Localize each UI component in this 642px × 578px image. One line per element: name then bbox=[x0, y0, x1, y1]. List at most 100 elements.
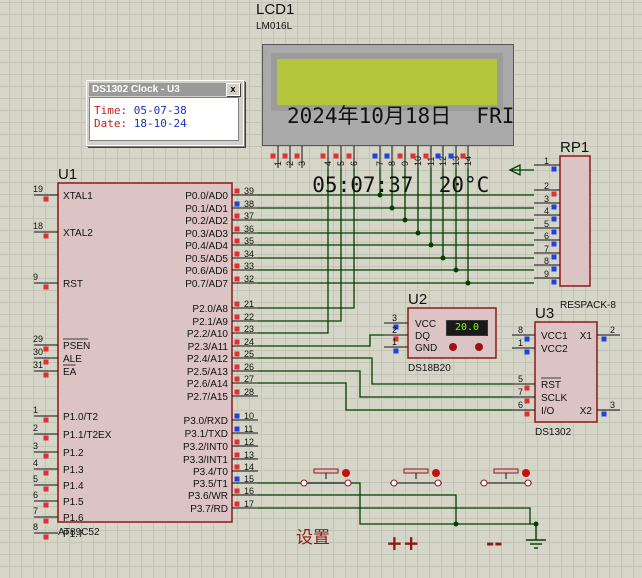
u2-model: DS18B20 bbox=[408, 363, 451, 374]
u2-ref: U2 bbox=[408, 291, 427, 308]
u1-pin-name: P2.3/A11 bbox=[188, 342, 229, 353]
u2-pin-number: 1 bbox=[392, 337, 397, 347]
lcd-line-1: 2024年10月18日 FRI bbox=[287, 104, 515, 128]
u1-pin-number: 10 bbox=[244, 411, 254, 421]
u1-pin-name: P0.2/AD2 bbox=[185, 216, 228, 227]
u2-pin-name: VCC bbox=[415, 319, 436, 330]
u1-pin-state bbox=[234, 501, 240, 507]
u1-pin-state bbox=[234, 376, 240, 382]
u1-pin-number: 12 bbox=[244, 437, 254, 447]
u3-pin-number: 3 bbox=[610, 400, 615, 410]
u1-pin-state bbox=[234, 364, 240, 370]
lcd-pin-number: 12 bbox=[438, 156, 448, 166]
u3-pin-name: RST bbox=[541, 380, 561, 391]
u1-right-pins: 39P0.0/AD038P0.1/AD137P0.2/AD236P0.3/AD3… bbox=[183, 186, 258, 515]
lcd-pin-state bbox=[372, 153, 378, 159]
u1-pin-state bbox=[43, 284, 49, 290]
junction bbox=[428, 242, 434, 248]
u2-decrease-icon[interactable] bbox=[449, 343, 457, 351]
u1-pin-name: XTAL1 bbox=[63, 191, 93, 202]
button-cap[interactable] bbox=[493, 468, 519, 474]
u1-pin-number: 14 bbox=[244, 462, 254, 472]
u1-pin-state bbox=[43, 502, 49, 508]
junction bbox=[453, 521, 459, 527]
u1-pin-state bbox=[234, 426, 240, 432]
u1-pin-state bbox=[234, 439, 240, 445]
button-cap[interactable] bbox=[403, 468, 429, 474]
u1-body[interactable] bbox=[57, 182, 233, 523]
u1-pin-number: 13 bbox=[244, 450, 254, 460]
rp1-body[interactable] bbox=[559, 155, 591, 287]
rp1-pin-number: 9 bbox=[544, 269, 549, 279]
popup-title: DS1302 Clock - U3 bbox=[89, 83, 241, 96]
wire bbox=[258, 334, 384, 347]
rp1-pin-state bbox=[551, 254, 557, 260]
u1-pin-name: P2.4/A12 bbox=[187, 354, 229, 365]
u1-pin-state bbox=[43, 435, 49, 441]
u1-pin-name: P1.1/T2EX bbox=[63, 430, 112, 441]
u1-pin-state bbox=[234, 339, 240, 345]
rp1-pin-state bbox=[551, 204, 557, 210]
u1-pin-state bbox=[234, 201, 240, 207]
u1-pin-state bbox=[43, 346, 49, 352]
u1-pin-name: P1.4 bbox=[63, 481, 84, 492]
rp1-pin-state bbox=[551, 241, 557, 247]
u1-pin-state bbox=[234, 464, 240, 470]
u1-pin-name: P2.1/A9 bbox=[192, 317, 228, 328]
u1-pin-number: 17 bbox=[244, 499, 254, 509]
lcd-pin-state bbox=[346, 153, 352, 159]
ds1302-clock-popup[interactable]: DS1302 Clock - U3 x Time: 05-07-38 Date:… bbox=[86, 80, 244, 146]
down-button-label: -- bbox=[486, 531, 503, 555]
u1-pin-number: 37 bbox=[244, 211, 254, 221]
close-button[interactable]: x bbox=[226, 83, 240, 96]
lcd-pin-number: 13 bbox=[451, 156, 461, 166]
u1-pin-state bbox=[43, 486, 49, 492]
u1-pin-number: 11 bbox=[244, 424, 253, 434]
button-led-icon bbox=[522, 469, 530, 477]
u3-body[interactable] bbox=[534, 321, 598, 423]
u1-pin-number: 15 bbox=[244, 474, 254, 484]
junction bbox=[377, 192, 383, 198]
rp1-ref: RP1 bbox=[560, 139, 589, 156]
u3-pin-state bbox=[601, 336, 607, 342]
u1-pin-number: 27 bbox=[244, 374, 254, 384]
lcd-pin-state bbox=[294, 153, 300, 159]
u1-pin-name: P2.2/A10 bbox=[187, 329, 229, 340]
junction bbox=[465, 280, 471, 286]
u1-pin-name: RST bbox=[63, 279, 83, 290]
rp1-pin-state bbox=[551, 266, 557, 272]
u1-pin-name: P0.3/AD3 bbox=[185, 229, 228, 240]
u2-temperature-readout: 20.0 bbox=[446, 320, 488, 336]
button-terminal bbox=[434, 479, 442, 487]
wires bbox=[258, 163, 539, 527]
u1-pin-name: P0.7/AD7 bbox=[185, 279, 228, 290]
u1-pin-number: 24 bbox=[244, 337, 254, 347]
u3-model: DS1302 bbox=[535, 427, 572, 438]
u3-pin-name: I/O bbox=[541, 406, 555, 417]
u1-pin-state bbox=[43, 359, 49, 365]
lcd-pin-state bbox=[410, 153, 416, 159]
u3-ref: U3 bbox=[535, 305, 554, 322]
popup-body: Time: 05-07-38 Date: 18-10-24 bbox=[89, 97, 239, 141]
rp1-pin-number: 1 bbox=[544, 156, 549, 166]
button-cap[interactable] bbox=[313, 468, 339, 474]
u1-pin-state bbox=[43, 233, 49, 239]
lcd-pin-number: 9 bbox=[400, 161, 410, 166]
u2-increase-icon[interactable] bbox=[475, 343, 483, 351]
junction bbox=[402, 217, 408, 223]
u1-pin-state bbox=[234, 238, 240, 244]
lcd-pin-number: 14 bbox=[463, 156, 473, 166]
wire bbox=[258, 507, 531, 524]
lcd-pin-number: 2 bbox=[285, 161, 295, 166]
u1-pin-number: 9 bbox=[33, 272, 38, 282]
u1-ref: U1 bbox=[58, 166, 77, 183]
u3-pin-name: X1 bbox=[580, 331, 593, 342]
u1-pin-name: P3.0/RXD bbox=[184, 416, 228, 427]
u1-pin-state bbox=[234, 226, 240, 232]
pullup-arrow-icon bbox=[508, 163, 521, 177]
rp1-pin-state bbox=[551, 166, 557, 172]
rp1-pin-state bbox=[551, 191, 557, 197]
lcd-module[interactable]: 2024年10月18日 FRI 05:07:37 20°C bbox=[262, 44, 515, 197]
lcd-pin-number: 10 bbox=[413, 156, 423, 166]
lcd-pin-number: 11 bbox=[426, 157, 436, 166]
